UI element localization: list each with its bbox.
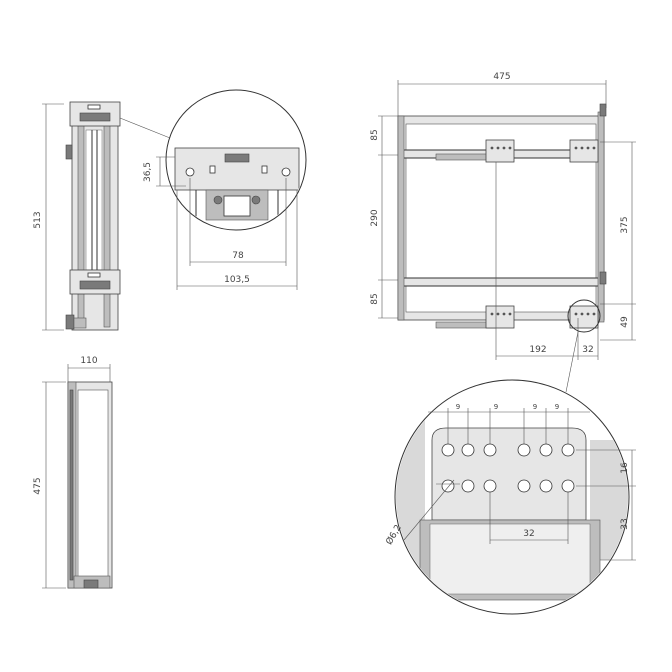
- dim-85-bottom: 85: [370, 293, 380, 304]
- dim-pitch-4: 9: [555, 403, 559, 411]
- side-view: 110 475: [33, 356, 113, 589]
- dim-32-detail: 32: [523, 529, 534, 539]
- dim-192: 192: [529, 345, 546, 355]
- dim-pitch-2: 9: [494, 403, 498, 411]
- dim-pitch-1: 9: [456, 403, 460, 411]
- dim-33: 33: [620, 518, 630, 529]
- dim-103-5: 103,5: [224, 275, 250, 285]
- dim-height-513: 513: [33, 211, 43, 228]
- dim-110: 110: [80, 356, 97, 366]
- detail-top-view: 36,5 78 103,5: [143, 89, 307, 290]
- dim-85-top: 85: [370, 129, 380, 140]
- assembly-view: 475 85 290 85: [370, 72, 636, 393]
- dim-36-5: 36,5: [143, 162, 153, 182]
- dim-475-top: 475: [493, 72, 510, 82]
- front-view: 513: [33, 101, 171, 331]
- dim-375: 375: [620, 216, 630, 233]
- dim-290: 290: [370, 209, 380, 226]
- dim-16: 16: [620, 462, 630, 474]
- dim-pitch-3: 9: [533, 403, 537, 411]
- dim-475-side: 475: [33, 477, 43, 494]
- detail-hole-pattern: 9 9 9 9 16 33 32 Ø6,2: [384, 379, 636, 615]
- dim-78: 78: [232, 251, 244, 261]
- dim-32-right: 32: [582, 345, 593, 355]
- dim-49: 49: [620, 316, 630, 328]
